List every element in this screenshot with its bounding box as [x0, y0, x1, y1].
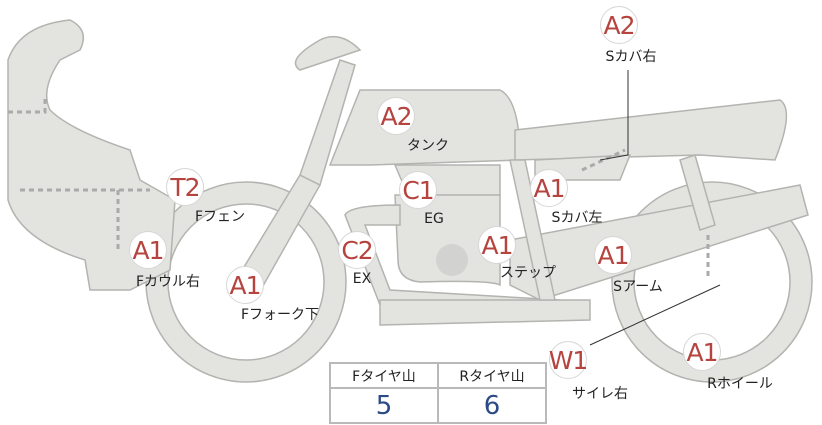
- engine: [394, 194, 501, 287]
- part-label: EG: [424, 211, 444, 227]
- grade-badge: A1: [478, 226, 516, 264]
- grade-badge: T2: [166, 168, 204, 206]
- part-label: ステップ: [500, 265, 556, 281]
- part-label: Rホイール: [707, 376, 773, 392]
- part-label: Sカバ左: [551, 210, 603, 226]
- tire-tread-table: Fタイヤ山 Rタイヤ山 5 6: [329, 362, 547, 424]
- grade-badge: C1: [399, 171, 437, 209]
- grade-badge: W1: [549, 341, 588, 379]
- part-label: Fカウル右: [135, 274, 201, 290]
- grade-badge: A2: [600, 6, 638, 44]
- grade-badge: A1: [594, 236, 632, 274]
- swing-arm: [509, 184, 809, 301]
- front-tire-header: Fタイヤ山: [329, 362, 439, 389]
- part-label: Fフォーク下: [240, 307, 320, 323]
- rear-tire-header: Rタイヤ山: [437, 362, 547, 389]
- part-label: Sアーム: [613, 279, 663, 295]
- part-label: EX: [352, 271, 372, 287]
- part-label: Sカバ右: [605, 49, 657, 65]
- grade-badge: A1: [226, 266, 264, 304]
- front-tire-value: 5: [329, 387, 439, 424]
- part-label: Fフェン: [194, 209, 246, 225]
- grade-badge: A1: [530, 169, 568, 207]
- part-label: タンク: [407, 138, 449, 154]
- grade-badge: A1: [129, 231, 167, 269]
- handlebar: [294, 35, 362, 71]
- seat: [514, 99, 788, 161]
- grade-badge: C2: [338, 231, 376, 269]
- grade-badge: A1: [683, 333, 721, 371]
- grade-badge: A2: [377, 97, 415, 135]
- rear-tire-value: 6: [437, 387, 547, 424]
- part-label: サイレ右: [572, 386, 628, 402]
- front-cowl: [7, 19, 176, 291]
